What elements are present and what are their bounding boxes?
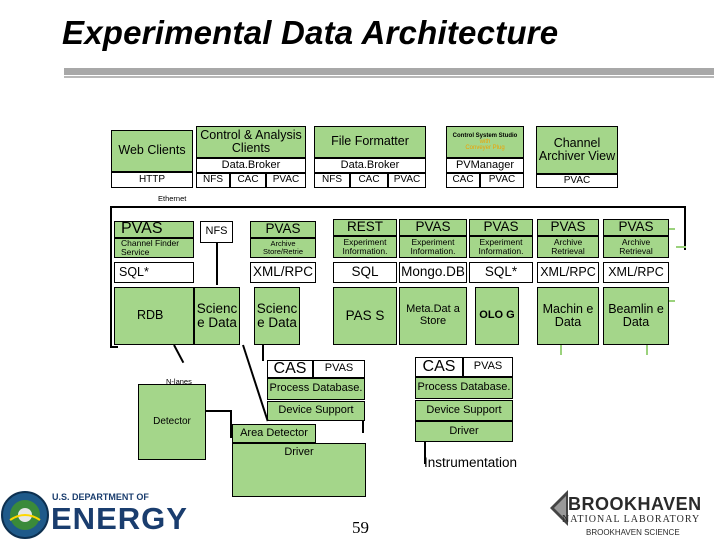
pvas-machine-box: PVAS	[537, 219, 599, 236]
title-rule	[64, 68, 714, 75]
archive-retrieval-2-box: Archive Retrieval	[603, 236, 669, 258]
control-analysis-box: Control & Analysis Clients	[196, 126, 306, 158]
pvac-left-box: PVAC	[266, 173, 306, 188]
channel-archiver-view-box: Channel Archiver View	[536, 126, 618, 174]
databroker-mid-box: Data.Broker	[314, 158, 426, 173]
machine-data-box: Machin e Data	[537, 287, 599, 345]
n-lanes-link	[173, 344, 185, 364]
sql-olog-box: SQL*	[469, 262, 533, 283]
process-db-right-box: Process Database.	[415, 377, 513, 399]
xml-rpc-1-box: XML/RPC	[250, 262, 316, 283]
doe-energy-text: ENERGY	[51, 501, 188, 536]
nfs-link	[216, 243, 218, 285]
css-with: with	[479, 138, 491, 145]
pvac-viewer-box: PVAC	[536, 174, 618, 188]
doe-department-text: U.S. DEPARTMENT OF	[52, 492, 149, 502]
detector-box: Detector	[138, 384, 206, 460]
science-data-feed-2	[262, 345, 264, 361]
nfs-left-box: NFS	[196, 173, 230, 188]
exp-info-1-box: Experiment Information.	[333, 236, 397, 258]
page-title: Experimental Data Architecture	[62, 14, 559, 51]
web-clients-box: Web Clients	[111, 130, 193, 172]
olog-box: OLO G	[475, 287, 519, 345]
pvas-beamline-box: PVAS	[603, 219, 669, 236]
channel-finder-box: Channel Finder Service	[114, 238, 194, 258]
pass-box: PAS S	[333, 287, 397, 345]
bnl-name-text: BROOKHAVEN	[568, 494, 702, 514]
cac-left-box: CAC	[230, 173, 266, 188]
pvac-mid-box: PVAC	[388, 173, 426, 188]
page-number: 59	[352, 518, 369, 537]
metadata-store-box: Meta.Dat a Store	[399, 287, 467, 345]
nfs-mid-box: NFS	[314, 173, 350, 188]
mongodb-box: Mongo.DB	[399, 262, 467, 283]
xml-rpc-2-box: XML/RPC	[537, 262, 599, 283]
sql-box: SQL	[333, 262, 397, 283]
exp-info-2-box: Experiment Information.	[399, 236, 467, 258]
pvas-meta-box: PVAS	[399, 219, 467, 236]
process-db-left-box: Process Database.	[267, 378, 365, 400]
detector-link	[206, 410, 232, 412]
ethernet-label: Ethernet	[158, 194, 187, 203]
rest-box: REST	[333, 219, 397, 236]
instrumentation-link	[424, 442, 426, 464]
ethernet-bus-right-end	[676, 246, 686, 248]
xml-rpc-3-box: XML/RPC	[603, 262, 669, 283]
pvas-cf-box: PVAS	[114, 221, 194, 238]
title-rule-thin	[64, 76, 714, 78]
pvas-olog-box: PVAS	[469, 219, 533, 236]
archive-retrieval-1-box: Archive Retrieval	[537, 236, 599, 258]
bnl-sci-text: BROOKHAVEN SCIENCE	[586, 528, 680, 537]
nfs-store-box: NFS	[200, 221, 233, 243]
bnl-logo-icon	[548, 488, 570, 528]
beamline-link-2	[669, 300, 675, 302]
driver-left-box: Driver	[232, 443, 366, 497]
machine-link	[560, 345, 562, 355]
css-box: Control System Studio with Conveyer Plug	[446, 126, 524, 158]
ethernet-bus	[110, 206, 686, 208]
doe-seal-icon	[0, 490, 50, 540]
beamline-link-1	[669, 228, 675, 230]
device-support-left-box: Device Support	[267, 401, 365, 421]
ethernet-bus-left	[110, 206, 112, 348]
science-data-feed-1	[242, 344, 269, 422]
n-lanes-label: N-lanes	[166, 377, 192, 386]
pvas-left-box: PVAS	[313, 360, 365, 378]
pvac-css-box: PVAC	[480, 173, 524, 188]
detector-link-v	[230, 410, 232, 438]
device-support-right-box: Device Support	[415, 400, 513, 421]
cac-mid-box: CAC	[350, 173, 388, 188]
pvas-right-box: PVAS	[463, 357, 513, 377]
exp-info-3-box: Experiment Information.	[469, 236, 533, 258]
pvas-archive-box: PVAS	[250, 221, 316, 238]
science-data-1-box: Scienc e Data	[194, 287, 240, 345]
databroker-left-box: Data.Broker	[196, 158, 306, 173]
ethernet-bus-left-end	[110, 346, 118, 348]
rdb-box: RDB	[114, 287, 194, 345]
file-formatter-box: File Formatter	[314, 126, 426, 158]
beamline-data-box: Beamlin e Data	[603, 287, 669, 345]
pvmanager-box: PVManager	[446, 158, 524, 173]
http-box: HTTP	[111, 172, 193, 188]
archive-store-box: Archive Store/Retrie	[250, 238, 316, 258]
css-plugin: Conveyer Plug	[465, 145, 505, 152]
cac-css-box: CAC	[446, 173, 480, 188]
instrumentation-label: Instrumentation	[424, 455, 518, 470]
cas-left-box: CAS	[267, 360, 313, 378]
driver-right-box: Driver	[415, 421, 513, 442]
cas-right-box: CAS	[415, 357, 463, 377]
sql-cf-box: SQL*	[114, 262, 194, 283]
ethernet-bus-right	[684, 206, 686, 250]
beamline-link-3	[646, 345, 648, 355]
device-support-left-link	[362, 421, 364, 433]
bnl-lab-text: NATIONAL LABORATORY	[562, 514, 701, 525]
area-detector-box: Area Detector	[232, 424, 316, 443]
science-data-2-box: Scienc e Data	[254, 287, 300, 345]
css-title: Control System Studio	[452, 132, 518, 139]
